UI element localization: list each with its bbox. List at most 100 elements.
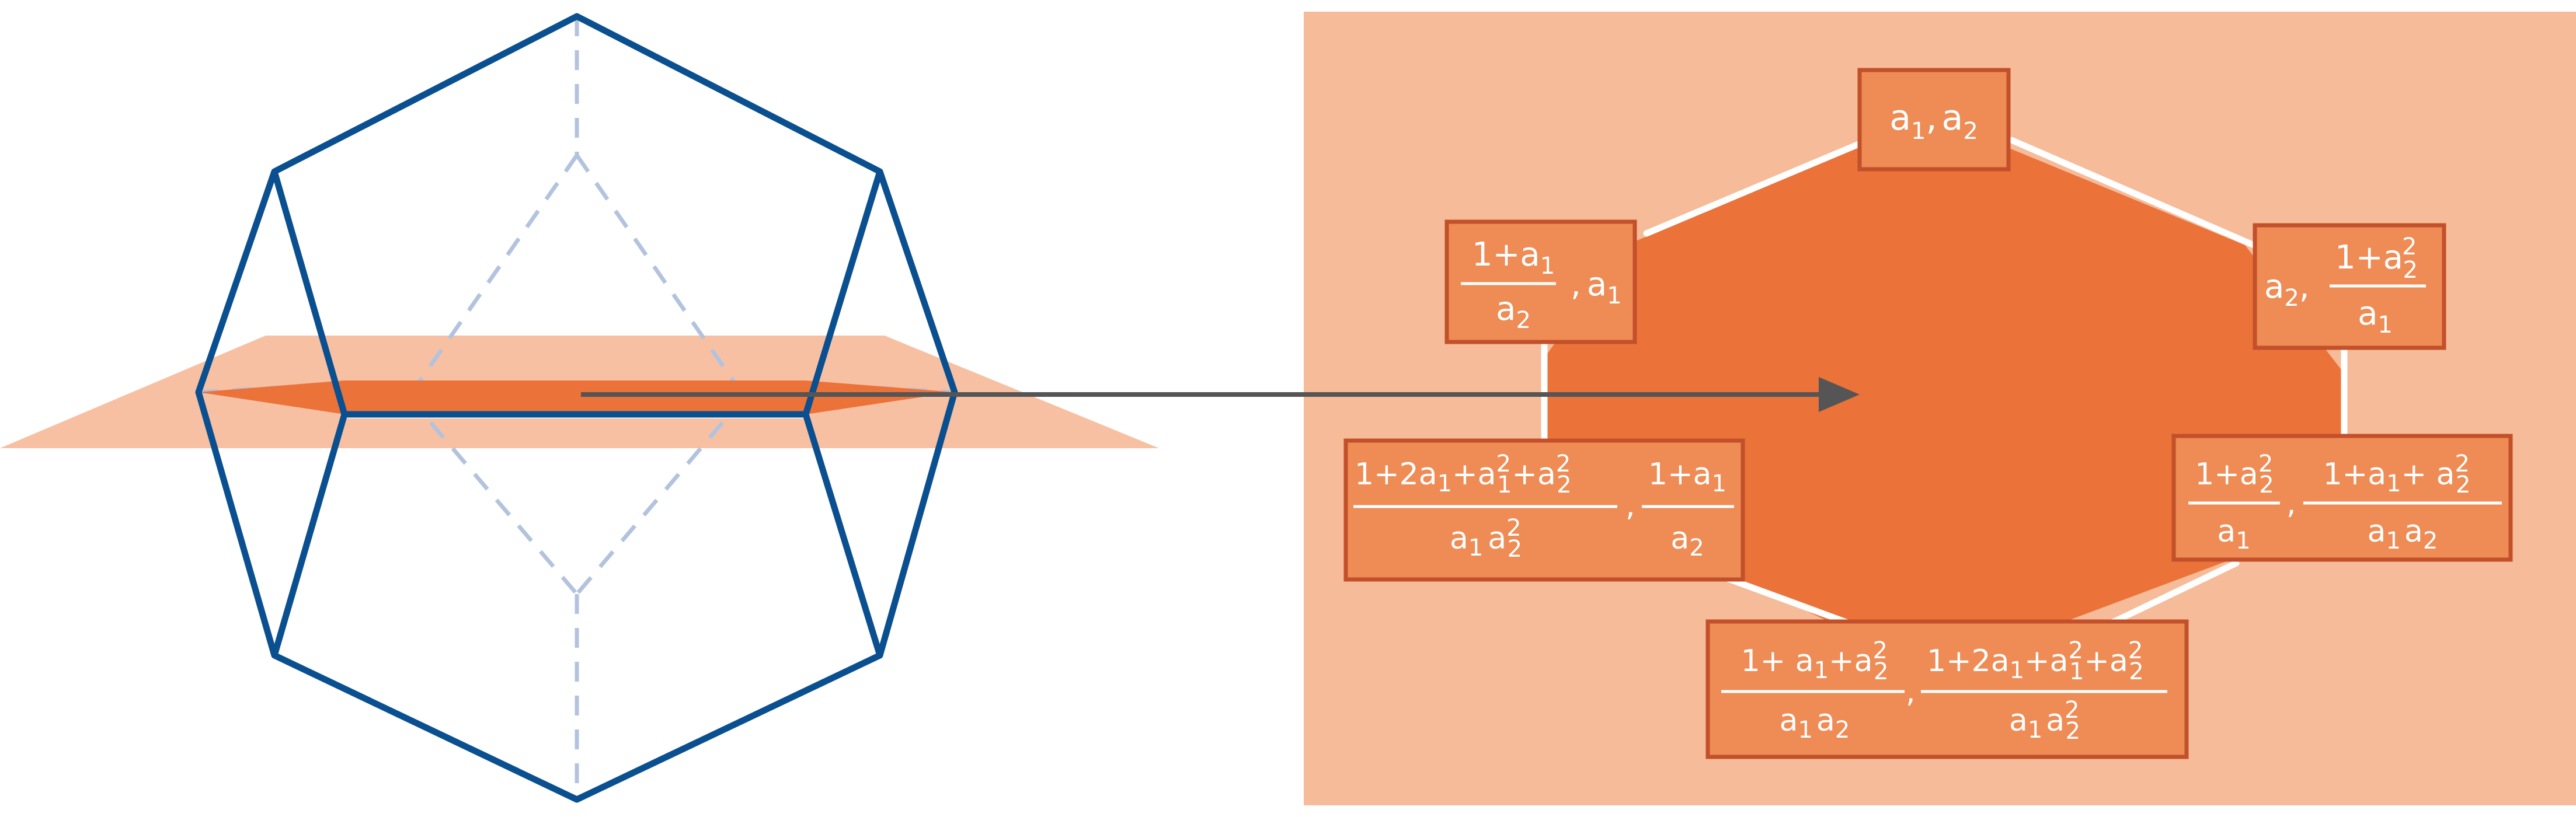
- subscript: 1: [2386, 528, 2401, 554]
- subscript: 1: [2069, 658, 2084, 685]
- svg-text:1+a22: 1+a22: [2195, 451, 2274, 498]
- label-separator: ,: [2299, 268, 2310, 306]
- numerator: 1+ a: [1741, 644, 1814, 679]
- denominator: a: [1496, 290, 1516, 328]
- svg-text:1+a1: 1+a1: [1648, 457, 1726, 497]
- numerator: 1+a: [2323, 457, 2387, 492]
- svg-text:1+a1+ a22: 1+a1+ a22: [2323, 451, 2471, 498]
- vertex-label-upper-left: 1+a1 a2 ,a1: [1444, 219, 1637, 344]
- label-separator: ,: [1926, 97, 1937, 138]
- vertex-label-top: a1,a2: [1857, 68, 2011, 172]
- label-separator: ,: [1571, 266, 1581, 303]
- superscript: 2: [2065, 697, 2079, 724]
- label-text: a: [1889, 97, 1911, 138]
- denominator: a: [2009, 703, 2028, 738]
- subscript: 2: [1835, 717, 1850, 743]
- denominator: a: [1450, 521, 1468, 556]
- subscript: 1: [1911, 118, 1926, 145]
- subscript: 1: [2386, 470, 2401, 497]
- superscript: 2: [2128, 637, 2143, 664]
- svg-text:,: ,: [2286, 486, 2296, 521]
- svg-text:1+2a1+a21+a22: 1+2a1+a21+a22: [1355, 451, 1572, 498]
- superscript: 2: [1556, 451, 1571, 477]
- subscript: 2: [1508, 536, 1522, 563]
- numerator: +a: [2024, 644, 2068, 679]
- denominator: a: [2358, 295, 2377, 333]
- subscript: 2: [2423, 528, 2438, 554]
- svg-text:a1,a2: a1,a2: [1889, 97, 1978, 145]
- denominator: a: [2404, 514, 2423, 549]
- subscript: 2: [2456, 472, 2470, 498]
- numerator: 1+2a: [1927, 644, 2010, 679]
- subscript: 2: [2259, 472, 2274, 498]
- superscript: 2: [1496, 451, 1511, 477]
- label-separator: ,: [1625, 488, 1635, 523]
- subscript: 2: [2284, 285, 2299, 312]
- subscript: 1: [2377, 312, 2392, 338]
- subscript: 2: [1874, 658, 1888, 685]
- superscript: 2: [2258, 451, 2273, 477]
- superscript: 2: [2455, 451, 2470, 477]
- arrowhead-icon: [1819, 377, 1860, 412]
- numerator: 1+a: [2335, 239, 2403, 277]
- subscript: 1: [2236, 528, 2250, 554]
- numerator: 1+a: [1472, 236, 1540, 274]
- subscript: 1: [1437, 470, 1452, 497]
- svg-text:a1: a1: [2217, 514, 2250, 554]
- svg-text:1+2a1+a21+a22: 1+2a1+a21+a22: [1927, 637, 2144, 685]
- superscript: 2: [1506, 515, 1521, 542]
- subscript: 2: [2066, 718, 2080, 745]
- subscript: 1: [1712, 470, 1726, 497]
- label-text: a: [1942, 97, 1964, 138]
- svg-text:a2: a2: [1496, 290, 1531, 334]
- numerator: +a: [1829, 644, 1872, 679]
- denominator: a: [1780, 703, 1798, 738]
- denominator: a: [2368, 514, 2386, 549]
- subscript: 1: [1468, 535, 1483, 561]
- polytope-edges: [195, 13, 958, 803]
- svg-text:,: ,: [1906, 675, 1916, 710]
- subscript: 1: [2010, 657, 2024, 684]
- hidden-edges: [198, 16, 955, 799]
- denominator: a: [1488, 521, 1506, 556]
- numerator: 1+a: [2195, 457, 2258, 492]
- denominator: a: [2217, 514, 2236, 549]
- numerator: 1+2a: [1355, 457, 1437, 492]
- superscript: 2: [2402, 233, 2417, 260]
- svg-text:1+a22: 1+a22: [2335, 233, 2418, 284]
- numerator: + a: [2401, 457, 2455, 492]
- denominator: a: [1816, 703, 1835, 738]
- svg-text:a1: a1: [2358, 295, 2393, 338]
- svg-text:,: ,: [1625, 488, 1635, 523]
- section-slice: [199, 380, 955, 414]
- svg-text:1+a1: 1+a1: [1472, 236, 1555, 280]
- subscript: 1: [1497, 472, 1512, 498]
- label-text: a: [2264, 268, 2284, 306]
- svg-text:,a1: ,a1: [1571, 266, 1622, 309]
- numerator: +a: [1452, 457, 1496, 492]
- subscript: 2: [1689, 535, 1704, 561]
- subscript: 1: [1798, 717, 1813, 743]
- label-separator: ,: [2286, 486, 2296, 521]
- numerator: +a: [2084, 644, 2128, 679]
- polytope-figure: [0, 13, 1159, 803]
- subscript: 2: [1557, 472, 1571, 498]
- svg-text:a2,: a2,: [2264, 268, 2310, 312]
- subscript: 1: [2028, 717, 2042, 743]
- numerator: 1+a: [1648, 457, 1712, 492]
- denominator: a: [1670, 521, 1689, 556]
- label-separator: ,: [1906, 675, 1916, 710]
- subscript: 2: [1963, 118, 1978, 145]
- subscript: 1: [1814, 657, 1829, 684]
- mapping-arrow: [581, 377, 1860, 412]
